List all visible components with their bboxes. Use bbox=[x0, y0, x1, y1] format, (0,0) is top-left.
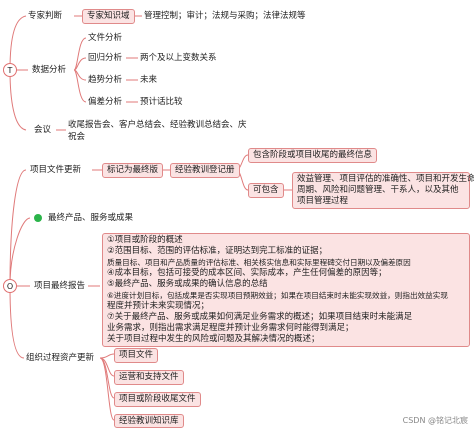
note-may-include-list: 效益管理、项目评估的准确性、项目和开发生命 周期、风险和问题管理、干系人，以及其… bbox=[292, 172, 474, 209]
report-line: ⑤最终产品、服务或成果的确认信息的总结 bbox=[107, 279, 268, 289]
note-regression: 两个及以上变数关系 bbox=[140, 53, 217, 63]
node-regression-analysis[interactable]: 回归分析 bbox=[88, 53, 123, 63]
asset-operations-support-files[interactable]: 运营和支持文件 bbox=[114, 370, 184, 385]
node-final-report[interactable]: 项目最终报告 bbox=[34, 281, 86, 291]
node-mark-final[interactable]: 标记为最终版 bbox=[102, 163, 164, 178]
note-deviation: 预计话比较 bbox=[140, 97, 183, 107]
note-meeting-line-1: 收尾报告会、客户总结会、经验教训总结会、庆 bbox=[68, 120, 247, 130]
may-include-line: 周期、风险和问题管理、干系人，以及其他 bbox=[297, 185, 459, 195]
watermark: CSDN @铭记北宸 bbox=[402, 416, 468, 425]
node-may-include[interactable]: 可包含 bbox=[248, 183, 284, 198]
green-status-dot-icon bbox=[34, 214, 42, 222]
report-line: 关于项目过程中发生的风险或问题及其解决情况的概述； bbox=[107, 334, 320, 344]
node-trend-analysis[interactable]: 趋势分析 bbox=[88, 75, 123, 85]
node-document-analysis[interactable]: 文件分析 bbox=[88, 33, 123, 43]
node-deviation-analysis[interactable]: 偏差分析 bbox=[88, 97, 123, 107]
may-include-line: 效益管理、项目评估的准确性、项目和开发生命 bbox=[297, 174, 474, 184]
report-line: ④成本目标，包括可接受的成本区间、实际成本，产生任何偏差的原因等； bbox=[107, 268, 387, 278]
node-project-docs-update[interactable]: 项目文件更新 bbox=[30, 165, 82, 175]
note-meeting-line-2: 祝会 bbox=[68, 132, 86, 142]
note-phase-final-info: 包含阶段或项目收尾的最终信息 bbox=[248, 148, 378, 163]
report-line: ⑥进度计划目标，包括成果是否实现项目预期效益；如果在项目结束时未能实现效益，则指… bbox=[107, 291, 448, 300]
note-trend: 未来 bbox=[140, 75, 158, 85]
node-org-assets-update[interactable]: 组织过程资产更新 bbox=[26, 353, 95, 363]
note-final-report-details: ①项目或阶段的概述 ②范围目标、范围的评估标准，证明达到完工标准的证据； 质量目… bbox=[102, 233, 470, 347]
report-line: ⑦关于最终产品、服务或成果如何满足业务需求的概述；如果项目结束时未能满足 bbox=[107, 312, 413, 322]
report-line: ②范围目标、范围的评估标准，证明达到完工标准的证据； bbox=[107, 246, 328, 256]
asset-project-files[interactable]: 项目文件 bbox=[114, 348, 159, 363]
node-lessons-register[interactable]: 经验教训登记册 bbox=[170, 163, 240, 178]
asset-phase-closure-files[interactable]: 项目或阶段收尾文件 bbox=[114, 392, 201, 407]
node-data-analysis[interactable]: 数据分析 bbox=[32, 65, 67, 75]
node-expert-judgement[interactable]: 专家判断 bbox=[28, 11, 63, 21]
asset-lessons-knowledge-base[interactable]: 经验教训知识库 bbox=[114, 414, 184, 428]
node-expert-fields: 管理控制；审计；法规与采购；法律法规等 bbox=[144, 11, 306, 21]
node-expert-knowledge[interactable]: 专家知识域 bbox=[82, 9, 135, 24]
node-final-product[interactable]: 最终产品、服务或成果 bbox=[48, 213, 134, 223]
root-node-top[interactable]: T bbox=[3, 63, 17, 77]
report-line: 业务需求，则指出需求满足程度并预计业务需求何时能得到满足； bbox=[107, 323, 354, 333]
report-line: 质量目标、项目和产品质量的评估标准、相关核实信息和实际里程碑交付日期以及偏差原因 bbox=[107, 258, 411, 267]
report-line: ①项目或阶段的概述 bbox=[107, 235, 183, 245]
node-meeting[interactable]: 会议 bbox=[34, 125, 52, 135]
may-include-line: 项目管理过程 bbox=[297, 196, 349, 206]
root-node-bottom[interactable]: O bbox=[3, 279, 17, 293]
report-line: 程度并预计未来实现情况； bbox=[107, 301, 210, 311]
